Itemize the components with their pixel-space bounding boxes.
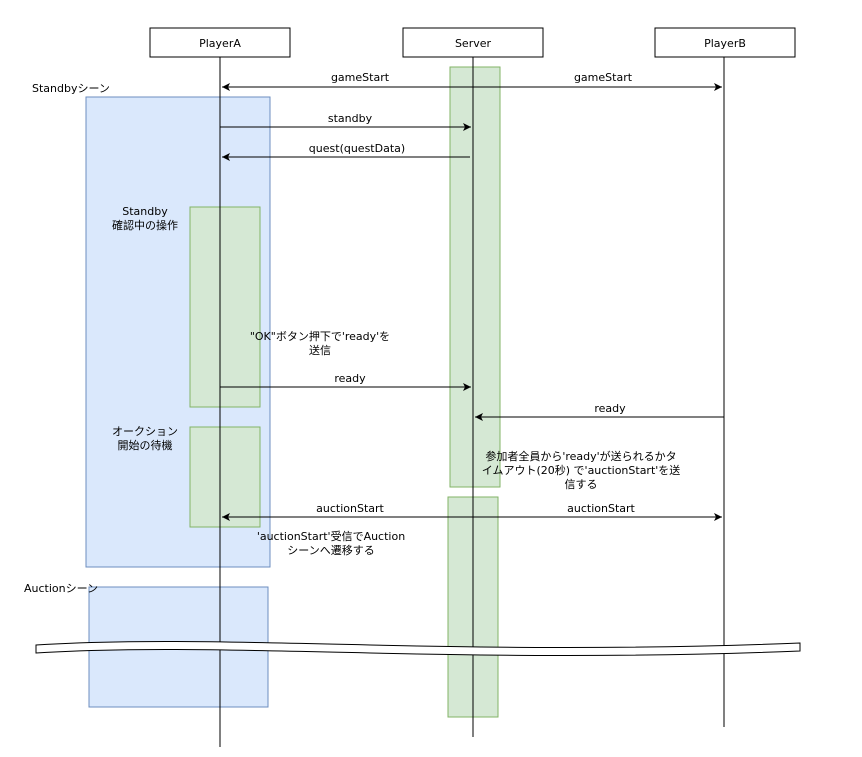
game-start-label-a: gameStart <box>331 71 390 84</box>
server-wait-note-line2: イムアウト(20秒) で'auctionStart'を送 <box>482 463 681 477</box>
auction-scene-label: Auctionシーン <box>24 582 98 595</box>
playera-header: PlayerA <box>149 27 291 58</box>
transition-note-line2: シーンへ遷移する <box>287 544 374 557</box>
playera-activation-wait <box>189 426 261 528</box>
transition-note-line1: 'auctionStart'受信でAuction <box>257 530 405 543</box>
standby-label: standby <box>328 112 373 125</box>
auction-wait-note-line2: 開始の待機 <box>118 438 173 452</box>
break-band <box>35 641 801 657</box>
server-activation-1 <box>449 66 501 488</box>
playera-activation-standby <box>189 206 261 408</box>
auction-start-label-b: auctionStart <box>567 502 635 515</box>
standby-confirm-note-line1: Standby <box>122 205 168 218</box>
ready-b-label: ready <box>594 402 626 415</box>
ready-a-label: ready <box>334 372 366 385</box>
game-start-label-b: gameStart <box>574 71 633 84</box>
auction-wait-note-line1: オークション <box>112 425 178 438</box>
playerb-label: PlayerB <box>704 37 746 50</box>
playerb-header: PlayerB <box>654 27 796 58</box>
standby-confirm-note-line2: 確認中の操作 <box>112 218 178 232</box>
auction-start-label-a: auctionStart <box>316 502 384 515</box>
ok-button-note-line1: "OK"ボタン押下で'ready'を <box>250 329 390 343</box>
server-wait-note-line3: 信する <box>565 478 598 491</box>
standby-scene-label: Standbyシーン <box>32 82 110 95</box>
server-label: Server <box>455 37 492 50</box>
server-wait-note-line1: 参加者全員から'ready'が送られるかタ <box>485 449 676 463</box>
ok-button-note-line2: 送信 <box>309 343 331 357</box>
quest-label: quest(questData) <box>309 142 405 155</box>
server-header: Server <box>402 27 544 58</box>
playera-label: PlayerA <box>199 37 241 50</box>
